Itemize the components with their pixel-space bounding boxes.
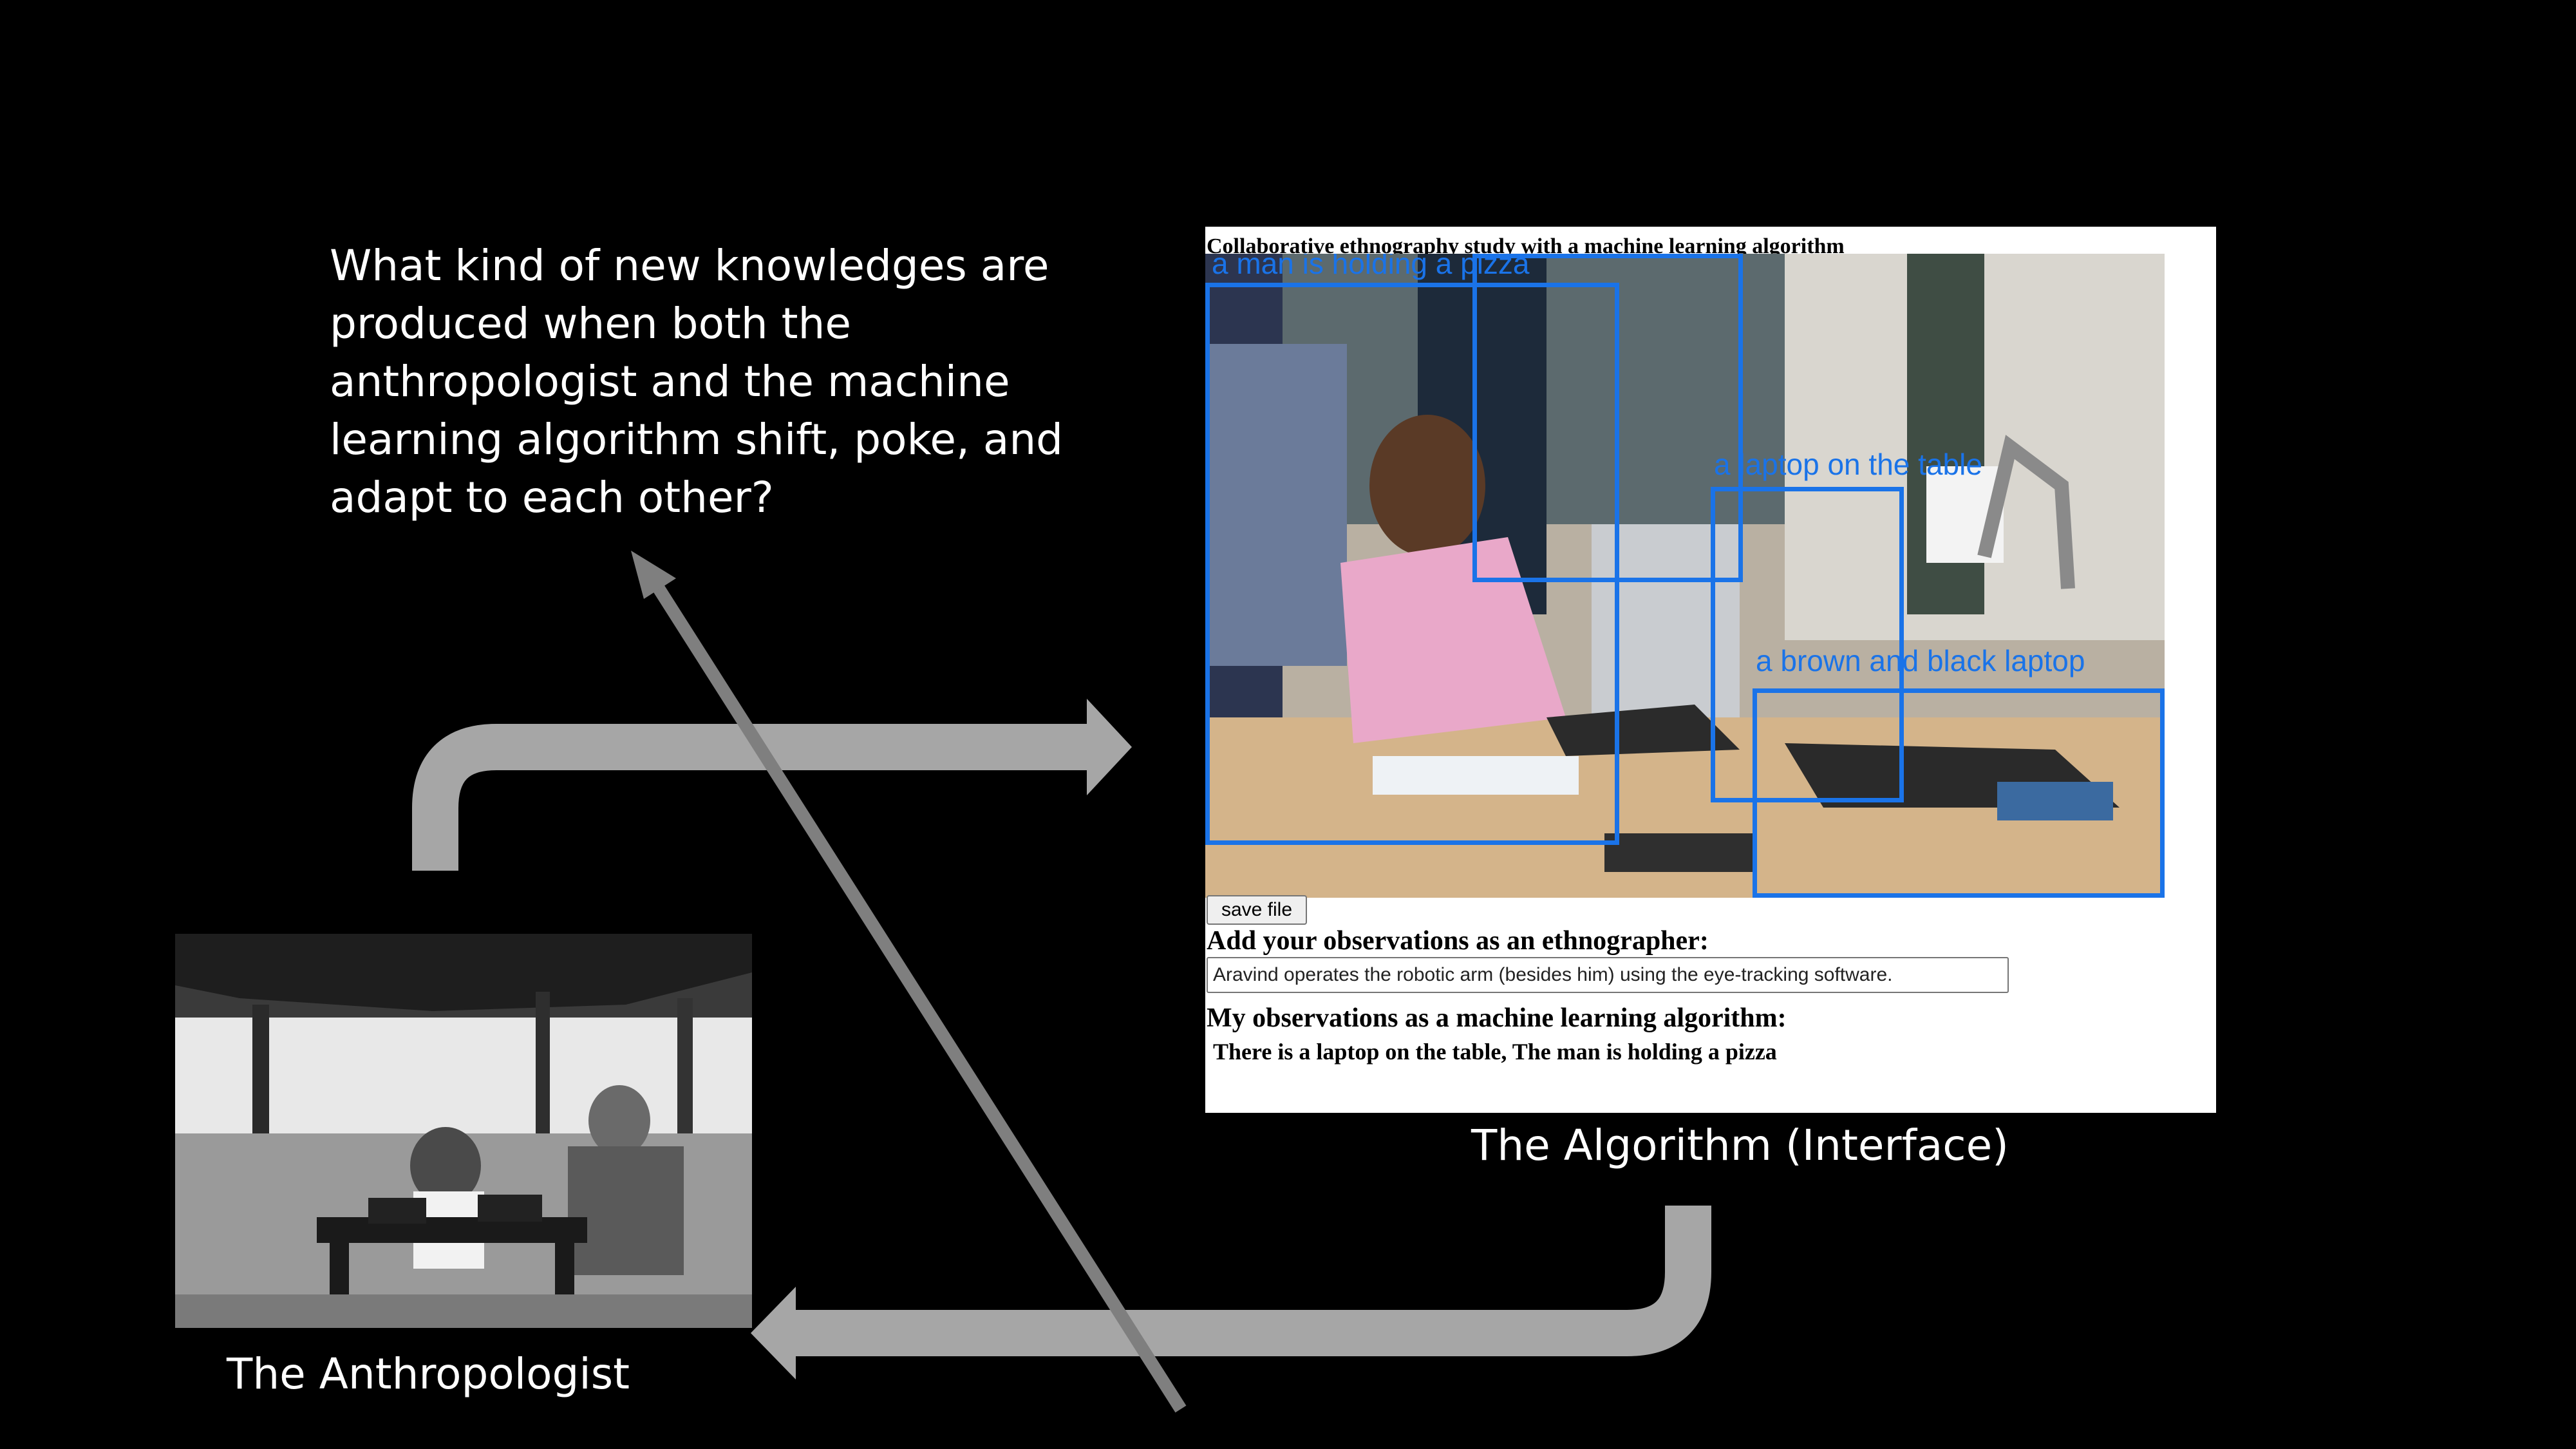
- detection-label-brown-laptop: a brown and black laptop: [1756, 644, 2085, 677]
- arrow-diagonal: [643, 569, 1187, 1413]
- detection-box-person-2: [1472, 254, 1743, 582]
- arrow-to-anthropologist: [791, 1206, 1711, 1356]
- detection-label-laptop-table: a laptop on the table: [1714, 448, 1982, 481]
- anthropologist-photo-scene: [175, 934, 752, 1328]
- algorithm-caption: The Algorithm (Interface): [1471, 1121, 2009, 1170]
- arrowhead-left: [751, 1287, 796, 1379]
- algorithm-interface: Collaborative ethnography study with a m…: [1205, 227, 2216, 1113]
- observation-input[interactable]: [1207, 957, 2009, 993]
- ml-observation-text: There is a laptop on the table, The man …: [1213, 1039, 1777, 1065]
- arrowhead-right: [1087, 699, 1132, 795]
- anthropologist-caption: The Anthropologist: [227, 1349, 630, 1399]
- save-file-button[interactable]: save file: [1207, 895, 1307, 925]
- anthropologist-photo: [175, 934, 752, 1328]
- ethnographer-observation-heading: Add your observations as an ethnographer…: [1207, 926, 1709, 956]
- annotated-photo: a man is holding a pizza a laptop on the…: [1205, 254, 2165, 898]
- arrow-to-interface: [412, 724, 1091, 871]
- detection-box-person-1: [1205, 283, 1619, 845]
- research-question: What kind of new knowledges are produced…: [330, 241, 1064, 522]
- detection-box-laptop-1: [1711, 487, 1904, 802]
- detection-box-laptop-2: [1753, 688, 2165, 898]
- ml-observation-heading: My observations as a machine learning al…: [1207, 1003, 1787, 1033]
- detection-label-pizza: a man is holding a pizza: [1212, 254, 1530, 280]
- arrowhead-up: [631, 551, 676, 599]
